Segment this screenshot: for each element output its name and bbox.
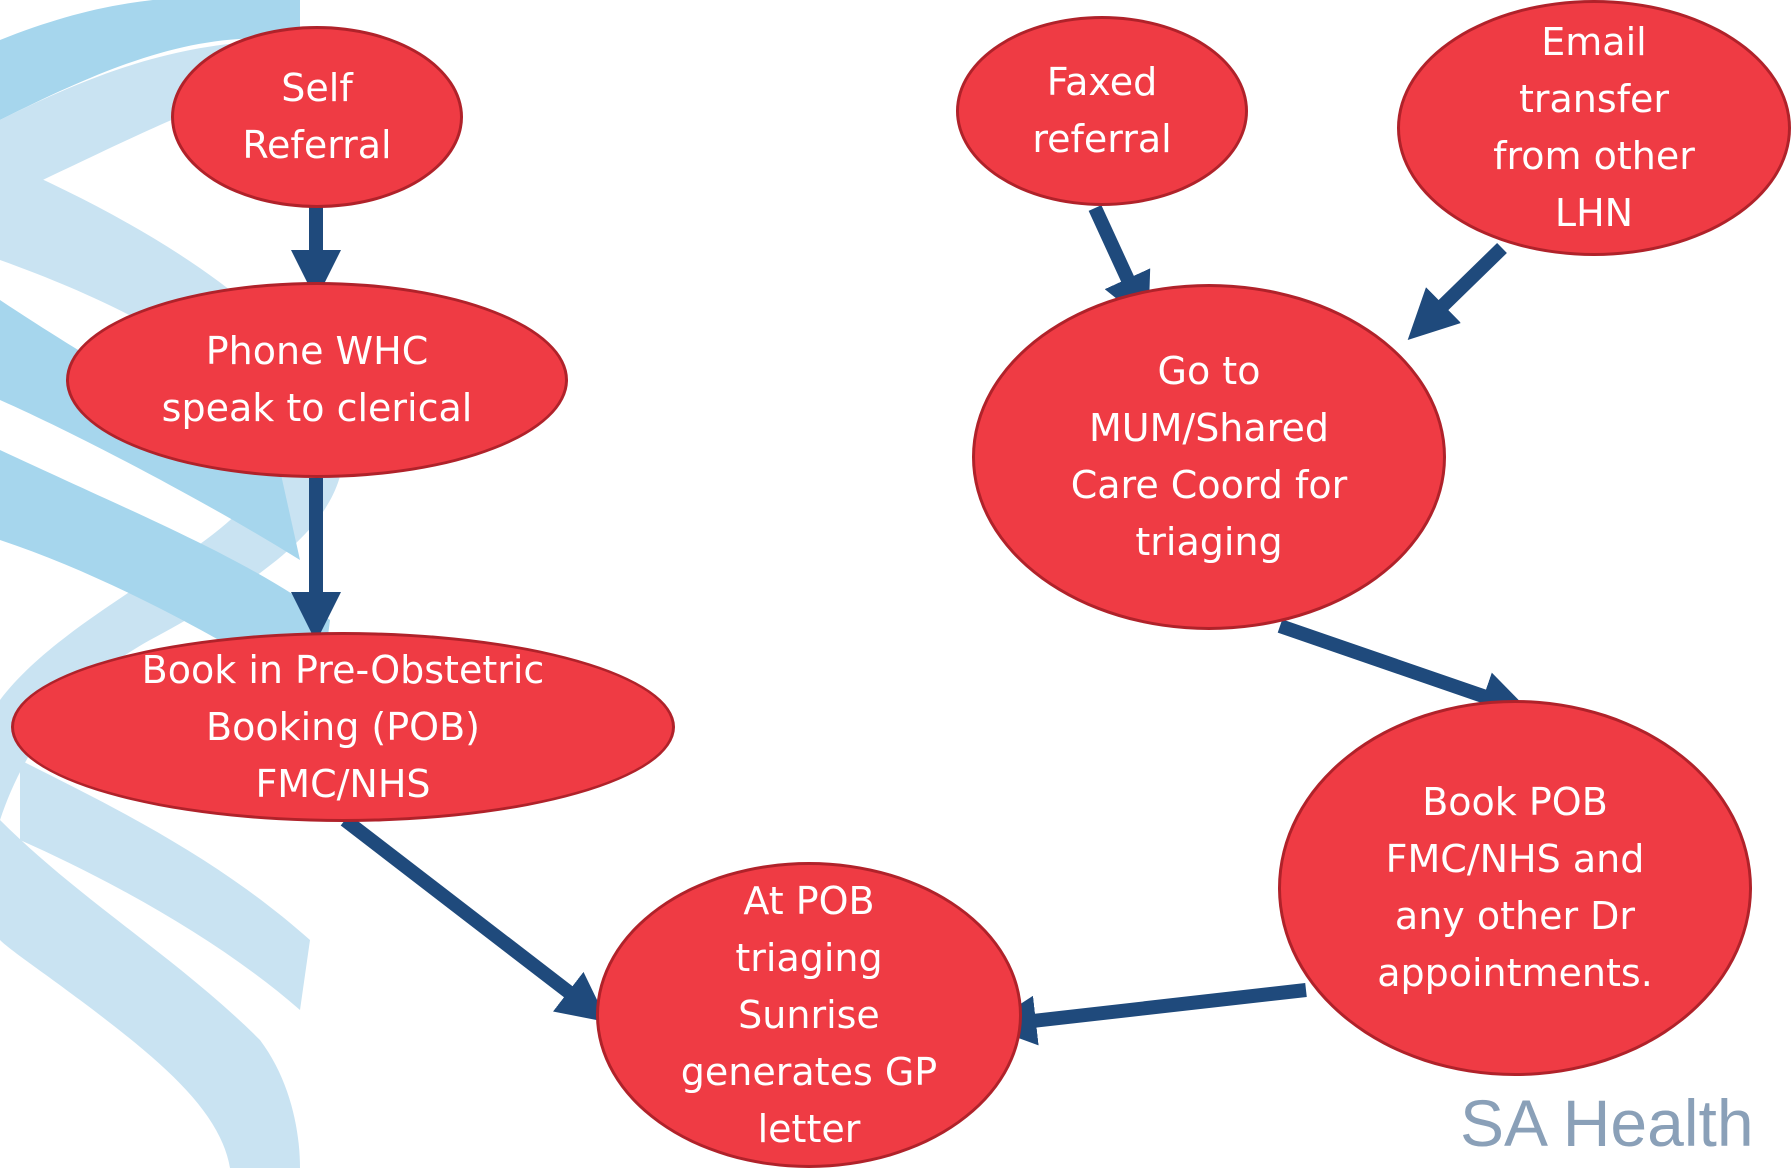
- node-label: Book POB FMC/NHS and any other Dr appoin…: [1377, 780, 1653, 995]
- node-label: Email transfer from other LHN: [1493, 20, 1695, 235]
- node-label: Self Referral: [242, 66, 392, 167]
- node-book-pob-fmc: Book POB FMC/NHS and any other Dr appoin…: [1278, 700, 1752, 1076]
- node-self-referral: Self Referral: [171, 26, 463, 208]
- node-go-to-mum: Go to MUM/Shared Care Coord for triaging: [972, 284, 1446, 630]
- node-label: At POB triaging Sunrise generates GP let…: [680, 878, 938, 1151]
- arrow-go-to-mum-to-book-pob-fmc: [1277, 619, 1531, 720]
- sa-health-logo: SA Health: [1460, 1086, 1754, 1160]
- arrow-faxed-referral-to-go-to-mum: [1088, 205, 1151, 325]
- arrow-book-pob-fmc-to-at-pob: [986, 983, 1307, 1046]
- node-label: Faxed referral: [1032, 60, 1172, 161]
- node-faxed-referral: Faxed referral: [956, 16, 1248, 206]
- node-label: Phone WHC speak to clerical: [161, 329, 473, 430]
- node-book-pob: Book in Pre-Obstetric Booking (POB) FMC/…: [11, 632, 675, 822]
- node-label: Book in Pre-Obstetric Booking (POB) FMC/…: [141, 647, 545, 806]
- arrow-email-transfer-to-go-to-mum: [1407, 242, 1507, 340]
- node-phone-whc: Phone WHC speak to clerical: [66, 282, 568, 478]
- node-email-transfer: Email transfer from other LHN: [1397, 0, 1791, 256]
- node-at-pob: At POB triaging Sunrise generates GP let…: [596, 862, 1022, 1168]
- node-label: Go to MUM/Shared Care Coord for triaging: [1070, 349, 1348, 564]
- arrow-book-pob-to-at-pob: [340, 814, 608, 1023]
